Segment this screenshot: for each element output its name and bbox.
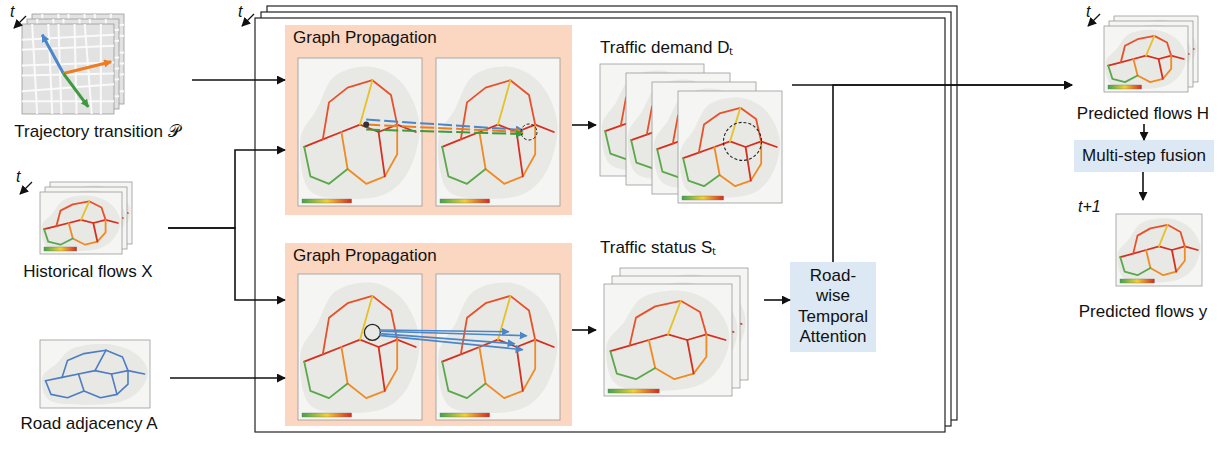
flow-arrow (572, 124, 596, 126)
source-dot (363, 122, 369, 128)
map-picture (298, 274, 422, 420)
transition-arrow (63, 62, 111, 74)
demand-circle (723, 122, 761, 160)
time-label: t (16, 168, 20, 186)
demand-circle (660, 110, 668, 118)
feature-picture: Traffic demand Dₜ (596, 38, 792, 208)
node-label: Trajectory transition 𝒫 (4, 122, 190, 142)
map-picture (600, 64, 704, 176)
map-picture (620, 268, 748, 380)
map-picture (45, 187, 127, 249)
block-title: Traffic status Sₜ (600, 238, 760, 258)
map-picture (22, 24, 114, 114)
map-picture (298, 58, 422, 206)
propagation-arrow (379, 331, 526, 336)
time-arrow (242, 14, 254, 26)
flow-arrow (1143, 124, 1145, 140)
illustrations (14, 14, 1202, 420)
time-label: t (10, 3, 14, 21)
propagation-arrow (379, 330, 508, 332)
node-label: Historical flows X (10, 262, 166, 282)
propagation-arrow (366, 125, 523, 132)
demand-circle (681, 114, 699, 132)
node-label: Multi-step fusion (1080, 146, 1208, 166)
node-label: Road-wise Temporal Attention (795, 266, 871, 348)
transition-arrow (42, 35, 63, 74)
input-picture: Historical flows X (8, 174, 168, 282)
transition-arrow (63, 74, 88, 107)
connectors (168, 80, 1144, 378)
map-picture (678, 91, 782, 203)
flow-arrow (1142, 172, 1144, 200)
map-picture (436, 58, 560, 206)
map-picture (436, 274, 560, 420)
module-box: Graph Propagation (285, 243, 572, 426)
process-box: Multi-step fusion (1074, 140, 1214, 172)
module-box: Graph Propagation (285, 25, 572, 215)
propagation-arrow (366, 120, 523, 130)
map-picture (40, 340, 150, 408)
process-box: Road-wise Temporal Attention (790, 262, 876, 352)
feature-picture: Traffic status Sₜ (596, 238, 764, 402)
block-title: Traffic demand Dₜ (600, 38, 788, 58)
block-title: Graph Propagation (293, 28, 564, 48)
model-frame (255, 18, 945, 432)
output-picture: Predicted flows y (1072, 200, 1214, 322)
flow-arrow (572, 329, 596, 331)
flow-arrow (792, 84, 1072, 86)
map-picture (40, 192, 122, 254)
time-arrow (20, 182, 32, 194)
map-picture (604, 284, 732, 396)
target-circle (521, 124, 537, 140)
node-label: Road adjacency A (10, 414, 168, 434)
propagation-arrow (379, 335, 522, 349)
propagation-arrow (379, 334, 514, 344)
flow-arrow (764, 299, 790, 301)
time-label: t+1 (1078, 198, 1101, 216)
output-picture: Predicted flows H (1072, 8, 1214, 124)
map-picture (652, 82, 756, 194)
node-label: Predicted flows y (1074, 302, 1212, 322)
map-picture (32, 14, 124, 104)
map-picture (626, 73, 730, 185)
flow-arrow (168, 150, 285, 228)
map-picture (612, 276, 740, 388)
node-label: Predicted flows H (1074, 104, 1212, 124)
time-label: t (1086, 3, 1090, 21)
block-title: Graph Propagation (293, 246, 564, 266)
map-picture (1114, 16, 1198, 82)
time-label: t (238, 3, 242, 21)
time-arrow (14, 16, 26, 28)
flow-arrow (192, 79, 285, 81)
propagation-arrow (366, 130, 523, 134)
flow-arrow (168, 228, 285, 300)
map-picture (1116, 214, 1202, 286)
map-picture (1104, 26, 1188, 92)
map-picture (1109, 21, 1193, 87)
input-picture: Road adjacency A (8, 334, 170, 434)
source-circle (364, 324, 380, 340)
map-picture (27, 19, 119, 109)
flow-arrow (833, 85, 1072, 262)
map-picture (50, 182, 132, 244)
flow-arrow (170, 377, 285, 379)
input-picture: Trajectory transition 𝒫 (2, 6, 192, 142)
demand-circle (702, 118, 730, 146)
